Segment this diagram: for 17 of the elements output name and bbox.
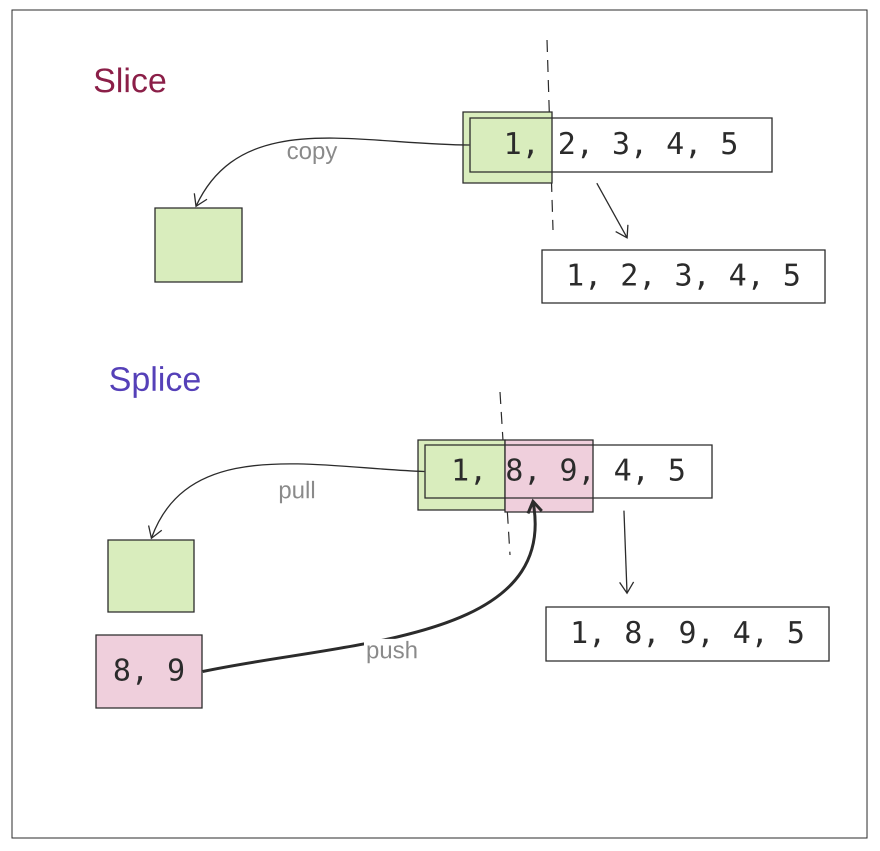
arrow <box>596 182 629 239</box>
section-heading: Slice <box>94 68 166 92</box>
copied-square <box>154 207 243 283</box>
pulled-square <box>107 539 195 613</box>
arrow <box>202 498 543 673</box>
value-box: 8, 9 <box>95 634 203 709</box>
edge-label: push <box>364 638 420 666</box>
section-heading: Splice <box>110 366 200 398</box>
array-box: 1, 8, 9, 4, 5 <box>545 606 830 662</box>
arrow <box>148 463 424 540</box>
edge-label: pull <box>276 478 318 506</box>
arrow <box>619 510 634 594</box>
edge-label: copy <box>284 144 340 166</box>
array-box: 1, 8, 9, 4, 5 <box>424 444 713 499</box>
array-box: 1, 2, 3, 4, 5 <box>469 117 773 173</box>
array-box: 1, 2, 3, 4, 5 <box>541 249 826 304</box>
arrow <box>194 137 470 208</box>
